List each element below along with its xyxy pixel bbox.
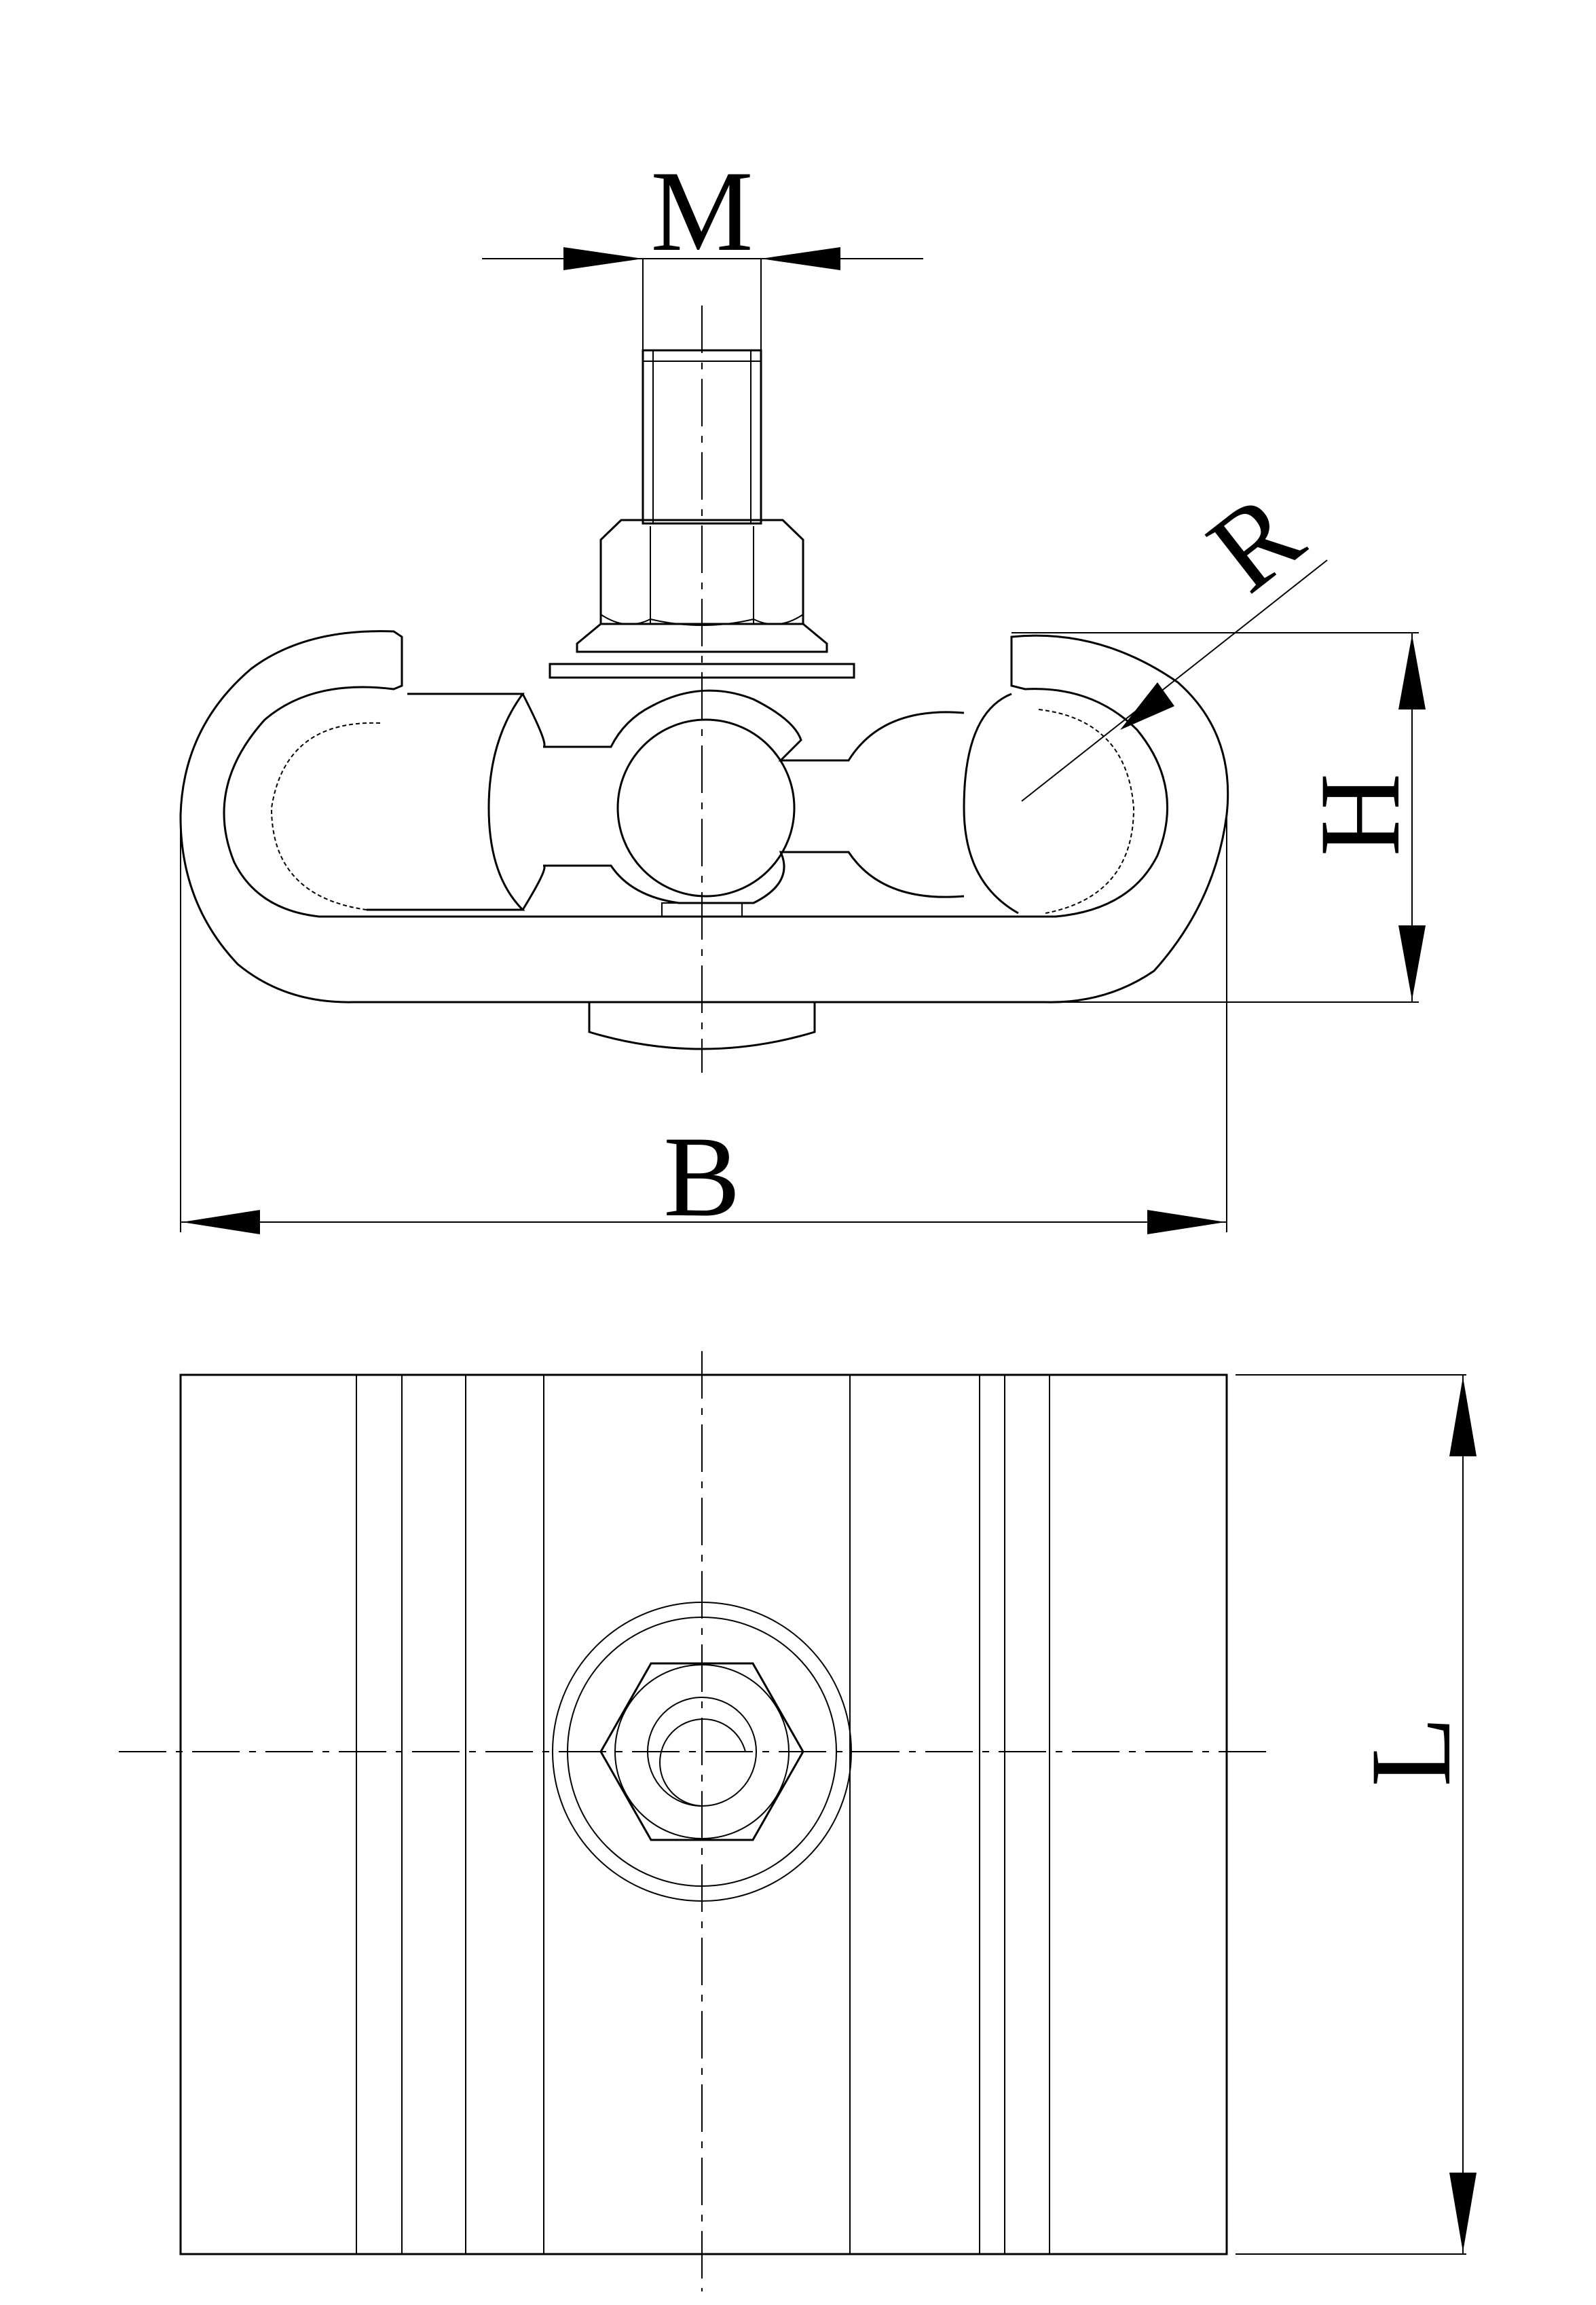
dimension-r: R	[1021, 468, 1328, 802]
dimension-b: B	[180, 815, 1227, 1240]
arrow-left-icon	[761, 247, 840, 270]
dimension-label-r: R	[1185, 468, 1325, 616]
front-view: M R H B	[179, 147, 1426, 1240]
top-view: L	[119, 1351, 1477, 2291]
washer-outer	[552, 1602, 852, 1902]
arrow-down-icon	[1449, 2173, 1477, 2252]
arrow-left-icon	[182, 1210, 260, 1234]
outer-body	[179, 630, 1229, 1003]
dimension-label-l: L	[1347, 1716, 1474, 1787]
dimension-label-b: B	[663, 1113, 740, 1240]
left-cable-seat	[270, 693, 525, 911]
thread-arc	[659, 1718, 746, 1807]
arrow-up-icon	[1398, 635, 1426, 709]
threaded-stud	[642, 349, 762, 525]
dimension-m: M	[482, 147, 923, 350]
stud-body	[642, 349, 762, 525]
dimension-label-h: H	[1296, 773, 1424, 857]
cable-seat-center	[616, 718, 796, 898]
nut-chamfer-circle	[614, 1664, 790, 1839]
washer-inner	[567, 1617, 837, 1887]
body-outline	[179, 1373, 1228, 2255]
dimension-label-m: M	[650, 147, 753, 275]
flange-washer	[549, 623, 855, 679]
right-cable-seat	[963, 693, 1135, 915]
center-clamp	[521, 689, 965, 917]
hex-nut-top	[599, 1662, 804, 1841]
arrow-up-icon	[1449, 1377, 1477, 1456]
arrow-icon	[1120, 682, 1174, 730]
dimension-h: H	[1012, 632, 1426, 1003]
dimension-l: L	[1236, 1374, 1477, 2255]
arrow-right-icon	[563, 247, 643, 270]
base-nut	[588, 1002, 816, 1050]
arrow-right-icon	[1147, 1210, 1225, 1234]
plate-washer	[549, 663, 855, 679]
arrow-down-icon	[1398, 925, 1426, 1000]
